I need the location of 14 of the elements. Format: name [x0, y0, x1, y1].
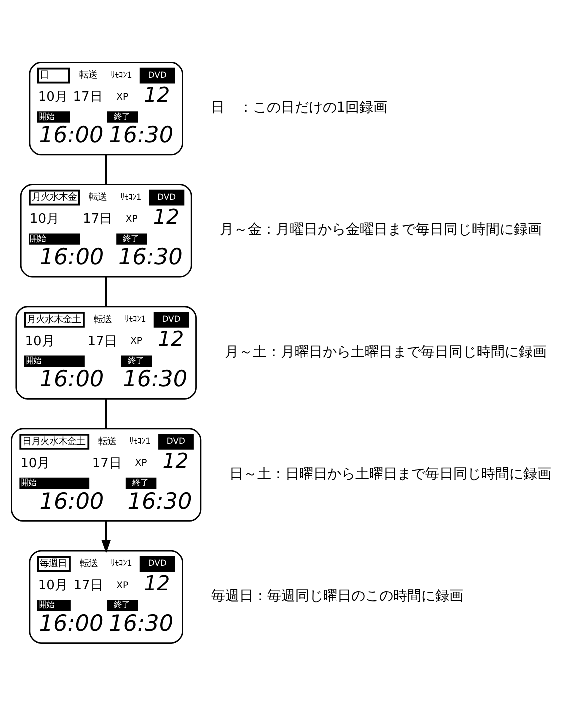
arrow — [102, 521, 111, 554]
node-box: 日月火水木金土 転送 ﾘﾓｺﾝ1 DVD 10月 17日 XP 12 開始 終了 16:00 16:30 — [11, 428, 202, 522]
connector — [105, 155, 108, 184]
node-box: 毎週日 転送 ﾘﾓｺﾝ1 DVD 10月 17日 XP 12 開始 終了 16:00 16:30 — [29, 550, 184, 644]
node-box: 月火水木金 転送 ﾘﾓｺﾝ1 DVD 10月 17日 XP 12 開始 終了 16:00 16:30 — [20, 184, 192, 278]
connector — [105, 399, 108, 429]
node-box: 月火水木金土 転送 ﾘﾓｺﾝ1 DVD 10月 17日 XP 12 開始 終了 16:00 16:30 — [16, 306, 197, 400]
connector — [105, 277, 108, 307]
node-label: 日 ：この日だけの1回録画 — [210, 100, 388, 116]
node-label: 毎週日：毎週同じ曜日のこの時間に録画 — [211, 588, 464, 604]
node-label: 月～金：月曜日から金曜日まで毎日同じ時間に録画 — [220, 222, 542, 238]
node-label: 日～土：日曜日から土曜日まで毎日同じ時間に録画 — [230, 466, 552, 482]
node-label: 月～土：月曜日から土曜日まで毎日同じ時間に録画 — [224, 344, 547, 360]
node-box: 日 転送 ﾘﾓｺﾝ1 DVD 10月 17日 XP 12 開始 終了 16:00 16:30 — [29, 62, 184, 156]
